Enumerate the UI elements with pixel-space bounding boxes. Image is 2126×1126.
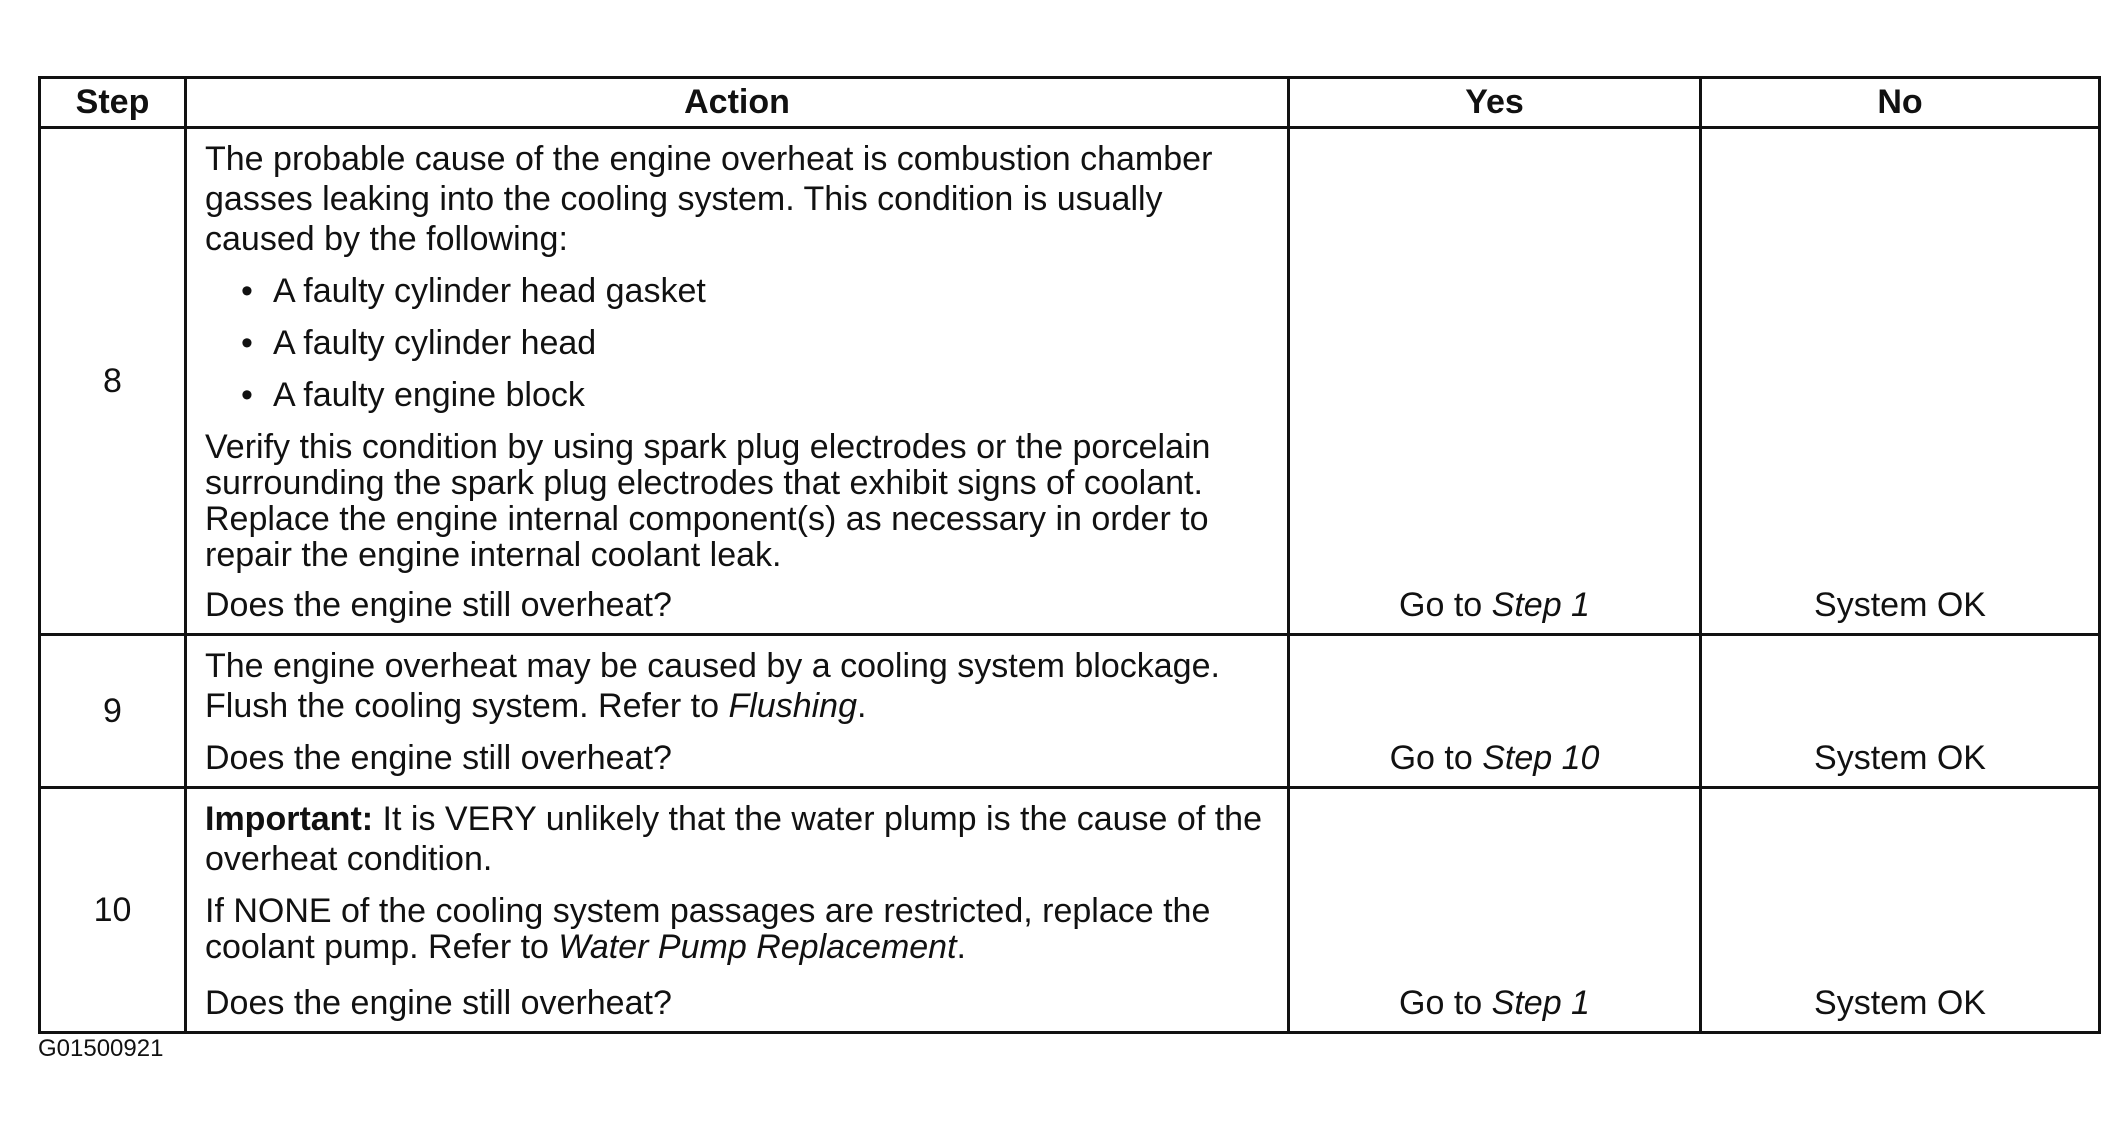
header-no: No bbox=[1699, 76, 2101, 129]
action-text: If NONE of the cooling system passages a… bbox=[205, 893, 1263, 965]
figure-code: G01500921 bbox=[38, 1035, 164, 1062]
diagnostic-table: Step Action Yes No 8 The probable cause … bbox=[38, 76, 2101, 1034]
header-row: Step Action Yes No bbox=[38, 76, 2101, 129]
table-row: 8 The probable cause of the engine overh… bbox=[38, 126, 2101, 636]
ref-suffix: . bbox=[856, 687, 867, 725]
list-item: A faulty cylinder head bbox=[241, 323, 1263, 363]
step-reference-link[interactable]: Step 1 bbox=[1491, 984, 1590, 1022]
procedure-reference-link[interactable]: Water Pump Replacement bbox=[558, 928, 957, 966]
no-cell: System OK bbox=[1699, 633, 2101, 789]
important-label: Important: bbox=[205, 800, 374, 838]
step-number: 10 bbox=[38, 786, 187, 1034]
action-text: The engine overheat may be caused by a c… bbox=[205, 646, 1263, 726]
step-reference-link[interactable]: Step 1 bbox=[1491, 586, 1590, 624]
step-reference-link[interactable]: Step 10 bbox=[1482, 739, 1600, 777]
yes-prefix: Go to bbox=[1389, 739, 1473, 777]
step-number: 8 bbox=[38, 126, 187, 636]
action-question: Does the engine still overheat? bbox=[205, 984, 672, 1022]
action-cell: Important: It is VERY unlikely that the … bbox=[184, 786, 1290, 1034]
table-row: 9 The engine overheat may be caused by a… bbox=[38, 633, 2101, 789]
action-text-body: The engine overheat may be caused by a c… bbox=[205, 647, 1220, 725]
action-intro: The probable cause of the engine overhea… bbox=[205, 140, 1213, 258]
action-question: Does the engine still overheat? bbox=[205, 739, 672, 777]
step-number: 9 bbox=[38, 633, 187, 789]
yes-prefix: Go to bbox=[1399, 586, 1483, 624]
list-item: A faulty cylinder head gasket bbox=[241, 271, 1263, 311]
important-text: It is VERY unlikely that the water plump… bbox=[205, 800, 1262, 878]
yes-cell: Go to Step 1 bbox=[1287, 786, 1702, 1034]
important-note: Important: It is VERY unlikely that the … bbox=[205, 799, 1263, 879]
action-text-body: If NONE of the cooling system passages a… bbox=[205, 892, 1211, 966]
action-cell: The probable cause of the engine overhea… bbox=[184, 126, 1290, 636]
header-step: Step bbox=[38, 76, 187, 129]
yes-prefix: Go to bbox=[1399, 984, 1483, 1022]
header-yes: Yes bbox=[1287, 76, 1702, 129]
procedure-reference-link[interactable]: Flushing bbox=[728, 687, 857, 725]
no-cell: System OK bbox=[1699, 786, 2101, 1034]
list-item: A faulty engine block bbox=[241, 375, 1263, 415]
table-row: 10 Important: It is VERY unlikely that t… bbox=[38, 786, 2101, 1034]
action-detail: Verify this condition by using spark plu… bbox=[205, 428, 1211, 574]
yes-cell: Go to Step 1 bbox=[1287, 126, 1702, 636]
action-cell: The engine overheat may be caused by a c… bbox=[184, 633, 1290, 789]
ref-suffix: . bbox=[956, 928, 966, 966]
yes-cell: Go to Step 10 bbox=[1287, 633, 1702, 789]
diagnostic-table-document: Step Action Yes No 8 The probable cause … bbox=[38, 76, 2101, 1034]
action-question: Does the engine still overheat? bbox=[205, 586, 672, 624]
header-action: Action bbox=[184, 76, 1290, 129]
cause-list: A faulty cylinder head gasket A faulty c… bbox=[205, 271, 1263, 415]
no-cell: System OK bbox=[1699, 126, 2101, 636]
